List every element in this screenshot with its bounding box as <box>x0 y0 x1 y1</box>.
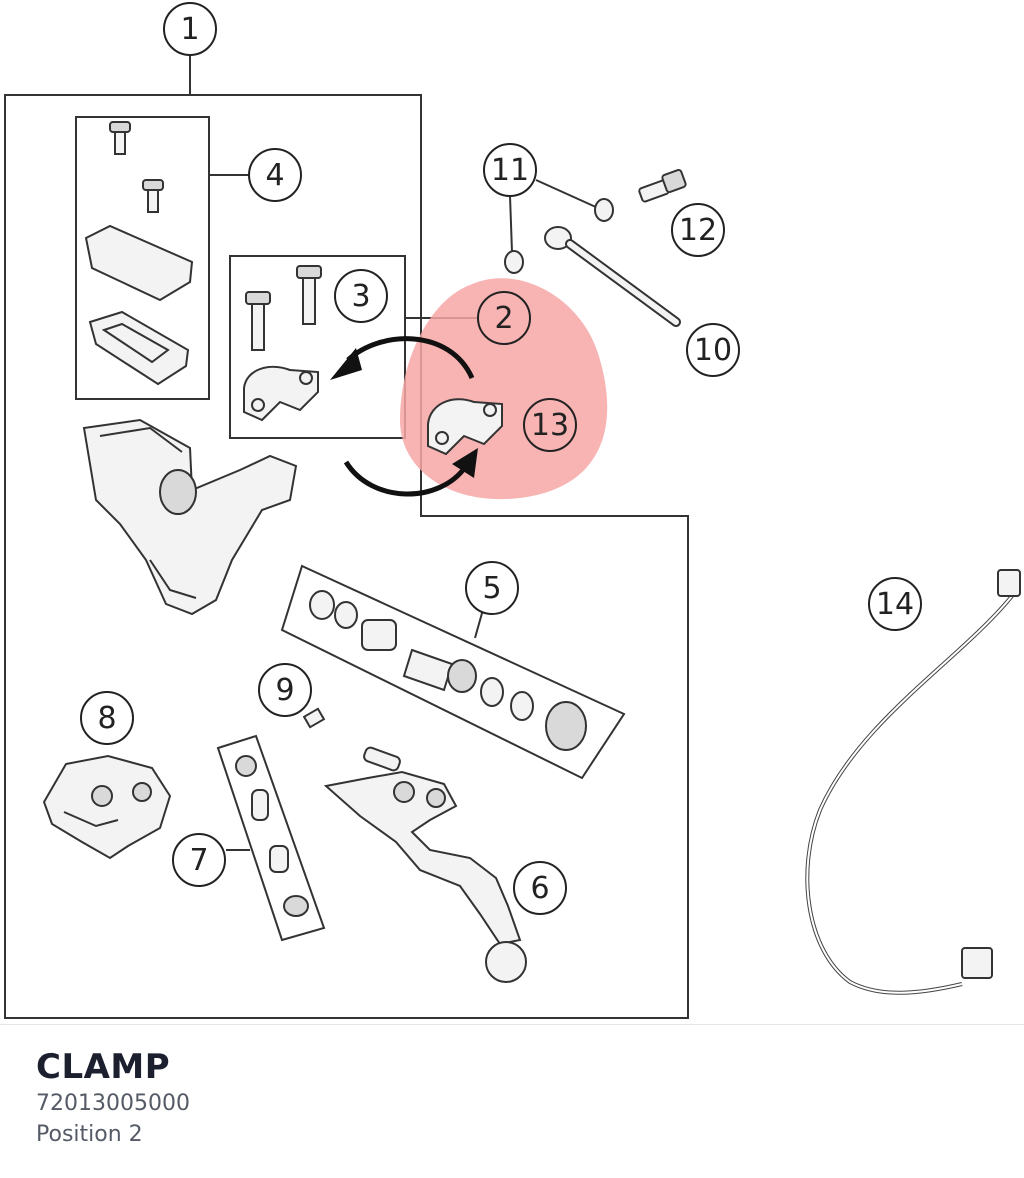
callout-number: 1 <box>180 12 199 47</box>
callout-13: 13 <box>523 398 577 452</box>
part-8-bracket <box>42 754 172 860</box>
group-box-3 <box>229 255 406 439</box>
part-3-clamp <box>243 265 322 422</box>
callout-number: 11 <box>491 153 529 188</box>
callout-8: 8 <box>80 691 134 745</box>
callout-number: 9 <box>275 673 294 708</box>
part-6-lever <box>323 746 527 983</box>
part-9-spring <box>302 707 326 729</box>
callout-number: 5 <box>482 571 501 606</box>
part-12-bleed-screw <box>638 168 687 203</box>
callout-7: 7 <box>172 833 226 887</box>
part-11-washers <box>504 179 614 274</box>
callout-number: 4 <box>265 158 284 193</box>
rotation-arrows <box>330 336 478 497</box>
part-7-adjuster-kit <box>216 734 326 942</box>
callout-number: 7 <box>189 843 208 878</box>
callout-number: 10 <box>694 333 732 368</box>
part-title: CLAMP <box>36 1047 171 1087</box>
callout-4: 4 <box>248 148 302 202</box>
group-box-4 <box>75 116 210 400</box>
callout-number: 3 <box>351 279 370 314</box>
callout-11: 11 <box>483 143 537 197</box>
callout-number: 12 <box>679 213 717 248</box>
callout-6: 6 <box>513 861 567 915</box>
part-5-piston-kit <box>280 564 626 780</box>
callout-1: 1 <box>163 2 217 56</box>
callout-number: 8 <box>97 701 116 736</box>
callout-14: 14 <box>868 577 922 631</box>
callout-number: 2 <box>494 301 513 336</box>
callout-5: 5 <box>465 561 519 615</box>
callout-12: 12 <box>671 203 725 257</box>
callout-number: 14 <box>876 587 914 622</box>
part-14-switch-cable <box>805 569 1021 995</box>
callout-2: 2 <box>477 291 531 345</box>
part-number: 72013005000 <box>36 1091 190 1116</box>
part-position: Position 2 <box>36 1122 143 1147</box>
part-caption: CLAMP 72013005000 Position 2 <box>0 1024 1024 1178</box>
part-4-screws <box>109 121 164 213</box>
callout-3: 3 <box>334 269 388 323</box>
part-13-clamp <box>427 398 503 456</box>
master-cylinder-body <box>82 418 298 616</box>
group-box-1 <box>4 94 689 1019</box>
part-4-cover <box>84 224 194 386</box>
part-10-brake-line <box>544 226 681 327</box>
callout-9: 9 <box>258 663 312 717</box>
callout-10: 10 <box>686 323 740 377</box>
callout-number: 6 <box>530 871 549 906</box>
callout-number: 13 <box>531 408 569 443</box>
